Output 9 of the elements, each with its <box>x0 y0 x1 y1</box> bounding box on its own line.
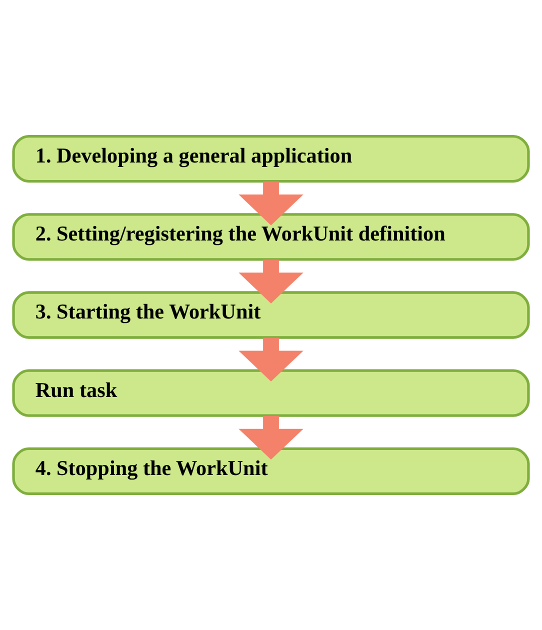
arrow <box>238 182 304 226</box>
node-box: Run task <box>12 369 530 417</box>
node-box: 1. Developing a general application <box>12 134 530 183</box>
node-box: 4. Stopping the WorkUnit <box>12 447 530 496</box>
arrow <box>238 338 304 382</box>
node-box: 2. Setting/registering the WorkUnit definition <box>12 213 530 261</box>
node-box: 3. Starting the WorkUnit <box>12 291 530 339</box>
arrow <box>238 416 304 460</box>
arrow <box>238 260 304 304</box>
